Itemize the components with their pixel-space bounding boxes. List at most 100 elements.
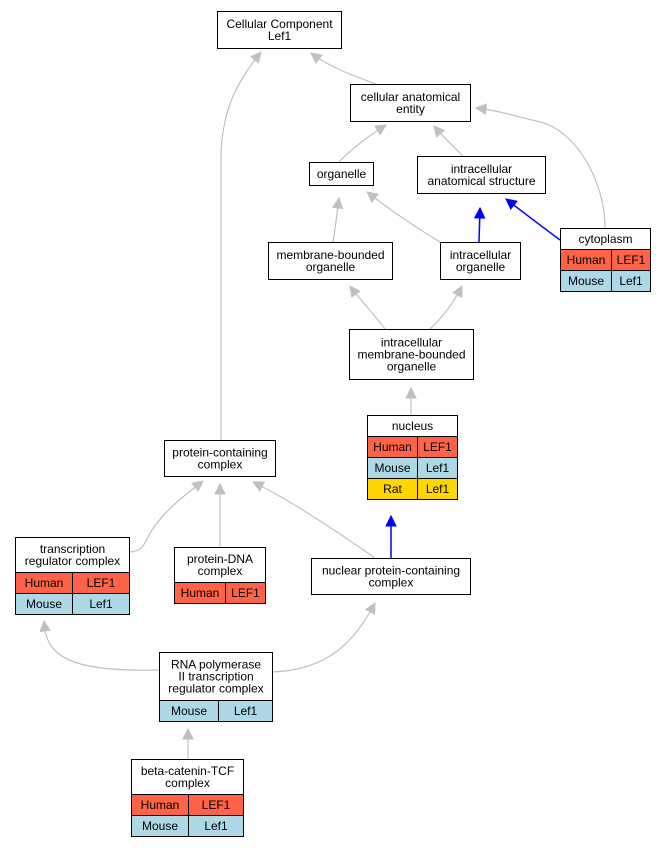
- gene-cell: [611, 270, 651, 292]
- node-protein-dna-complex-label-line: protein-DNA: [187, 552, 253, 566]
- node-intracellular-organelle-label-line: organelle: [456, 260, 506, 274]
- node-beta-catenin-tcf-complex-species-row: Mouse Lef1: [131, 815, 244, 837]
- species-label: Human: [373, 440, 412, 454]
- node-protein-containing-complex-label-line: complex: [198, 458, 243, 472]
- node-protein-dna-complex-label-line: complex: [198, 564, 243, 578]
- edge-rna-pol-ii-transcription-regulator-complex-to-nuclear-protein-containing-complex-arrowhead: [364, 602, 376, 615]
- gene-label: Lef1: [426, 482, 450, 496]
- edge-nuclear-protein-containing-complex-to-protein-containing-complex: [251, 481, 376, 559]
- node-rna-pol-ii-transcription-regulator-complex-label-line: II transcription: [178, 670, 253, 684]
- edge-intracellular-organelle-to-intracellular-anatomical-structure-arrowhead: [473, 206, 486, 219]
- species-label: Human: [141, 798, 180, 812]
- node-cellular-anatomical-entity-label-line: cellular anatomical: [361, 90, 460, 104]
- gene-label: Lef1: [204, 819, 228, 833]
- gene-label: LEF1: [231, 586, 260, 600]
- node-beta-catenin-tcf-complex-box: [131, 759, 244, 795]
- node-organelle-box: [309, 162, 374, 186]
- node-cellular-component-label-line: Lef1: [268, 29, 292, 43]
- node-intracellular-anatomical-structure-label-line: anatomical structure: [427, 174, 535, 188]
- edge-rna-pol-ii-transcription-regulator-complex-to-transcription-regulator-complex-arrowhead: [39, 619, 51, 633]
- node-nuclear-protein-containing-complex-label-line: complex: [369, 576, 414, 590]
- edge-beta-catenin-tcf-complex-to-rna-pol-ii-transcription-regulator-complex: [182, 727, 194, 759]
- node-transcription-regulator-complex-label-line: transcription: [40, 542, 105, 556]
- edge-intracellular-organelle-to-intracellular-anatomical-structure: [473, 206, 486, 243]
- species-label: Mouse: [568, 274, 604, 288]
- gene-cell: [225, 582, 266, 604]
- edge-protein-dna-complex-to-protein-containing-complex-arrowhead: [214, 482, 226, 495]
- node-cellular-anatomical-entity-box: [350, 84, 471, 122]
- edge-beta-catenin-tcf-complex-to-rna-pol-ii-transcription-regulator-complex-arrowhead: [182, 727, 194, 740]
- node-protein-containing-complex-box: [164, 440, 276, 477]
- species-label: Rat: [383, 482, 402, 496]
- edge-transcription-regulator-complex-to-protein-containing-complex-line: [128, 480, 204, 553]
- node-cytoplasm-species-row: Human LEF1: [560, 249, 651, 271]
- edge-cytoplasm-to-cellular-anatomical-entity: [474, 103, 606, 229]
- species-label: Mouse: [374, 461, 410, 475]
- edge-intracellular-anatomical-structure-to-cellular-anatomical-entity-arrowhead: [433, 125, 446, 138]
- node-intracellular-anatomical-structure-box: [417, 156, 546, 194]
- edge-organelle-to-cellular-anatomical-entity: [338, 124, 387, 163]
- node-protein-containing-complex-label-line: protein-containing: [172, 446, 267, 460]
- node-rna-pol-ii-transcription-regulator-complex-box: [159, 652, 273, 701]
- node-nuclear-protein-containing-complex-label-line: nuclear protein-containing: [322, 564, 460, 578]
- species-label: Mouse: [142, 819, 178, 833]
- node-transcription-regulator-complex-label-line: regulator complex: [25, 554, 120, 568]
- edge-cellular-anatomical-entity-to-cellular-component: [310, 52, 377, 85]
- species-label: Human: [567, 253, 606, 267]
- edges-layer: [39, 51, 606, 759]
- node-intracellular-anatomical-structure-label-line: intracellular: [451, 162, 512, 176]
- gene-label: LEF1: [87, 576, 116, 590]
- edge-intracellular-organelle-to-organelle: [366, 191, 441, 243]
- edge-cellular-anatomical-entity-to-cellular-component-arrowhead: [310, 52, 323, 65]
- edge-rna-pol-ii-transcription-regulator-complex-to-transcription-regulator-complex: [39, 619, 160, 671]
- node-rna-pol-ii-transcription-regulator-complex-label-line: RNA polymerase: [171, 658, 261, 672]
- edge-cytoplasm-to-cellular-anatomical-entity-line: [475, 107, 606, 229]
- node-organelle[interactable]: organelle: [309, 162, 374, 186]
- node-intracellular-membrane-bounded-organelle-label-line: intracellular: [381, 336, 442, 350]
- edge-rna-pol-ii-transcription-regulator-complex-to-transcription-regulator-complex-line: [43, 620, 160, 671]
- node-beta-catenin-tcf-complex-label-line: complex: [165, 776, 210, 790]
- node-cellular-component-label-line: Cellular Component: [226, 17, 333, 31]
- edge-nuclear-protein-containing-complex-to-protein-containing-complex-line: [252, 481, 376, 559]
- species-label: Human: [25, 576, 64, 590]
- node-membrane-bounded-organelle-label-line: organelle: [306, 260, 356, 274]
- gene-label: Lef1: [89, 597, 113, 611]
- node-cellular-anatomical-entity-label-line: entity: [396, 102, 425, 116]
- node-transcription-regulator-complex-species-row: Human LEF1: [15, 572, 130, 594]
- gene-label: Lef1: [234, 704, 258, 718]
- edge-cytoplasm-to-cellular-anatomical-entity-arrowhead: [474, 103, 488, 115]
- edge-nucleus-to-intracellular-membrane-bounded-organelle-arrowhead: [405, 386, 417, 399]
- edge-membrane-bounded-organelle-to-organelle-arrowhead: [331, 196, 344, 210]
- node-organelle-label-line: organelle: [317, 167, 367, 181]
- edge-protein-containing-complex-to-cellular-component-arrowhead: [249, 51, 262, 64]
- node-transcription-regulator-complex-box: [15, 537, 130, 573]
- edge-transcription-regulator-complex-to-protein-containing-complex: [128, 480, 204, 553]
- edge-cytoplasm-to-intracellular-anatomical-structure: [505, 198, 561, 241]
- edge-cellular-anatomical-entity-to-cellular-component-line: [310, 52, 377, 85]
- edge-nuclear-protein-containing-complex-to-nucleus: [385, 514, 397, 558]
- node-beta-catenin-tcf-complex-label-line: beta-catenin-TCF: [141, 764, 234, 778]
- edge-intracellular-organelle-to-organelle-line: [366, 191, 441, 243]
- edge-nuclear-protein-containing-complex-to-nucleus-arrowhead: [385, 514, 397, 527]
- node-cellular-component-box: [217, 11, 342, 49]
- gene-label: LEF1: [617, 253, 646, 267]
- node-protein-dna-complex-box: [174, 547, 266, 583]
